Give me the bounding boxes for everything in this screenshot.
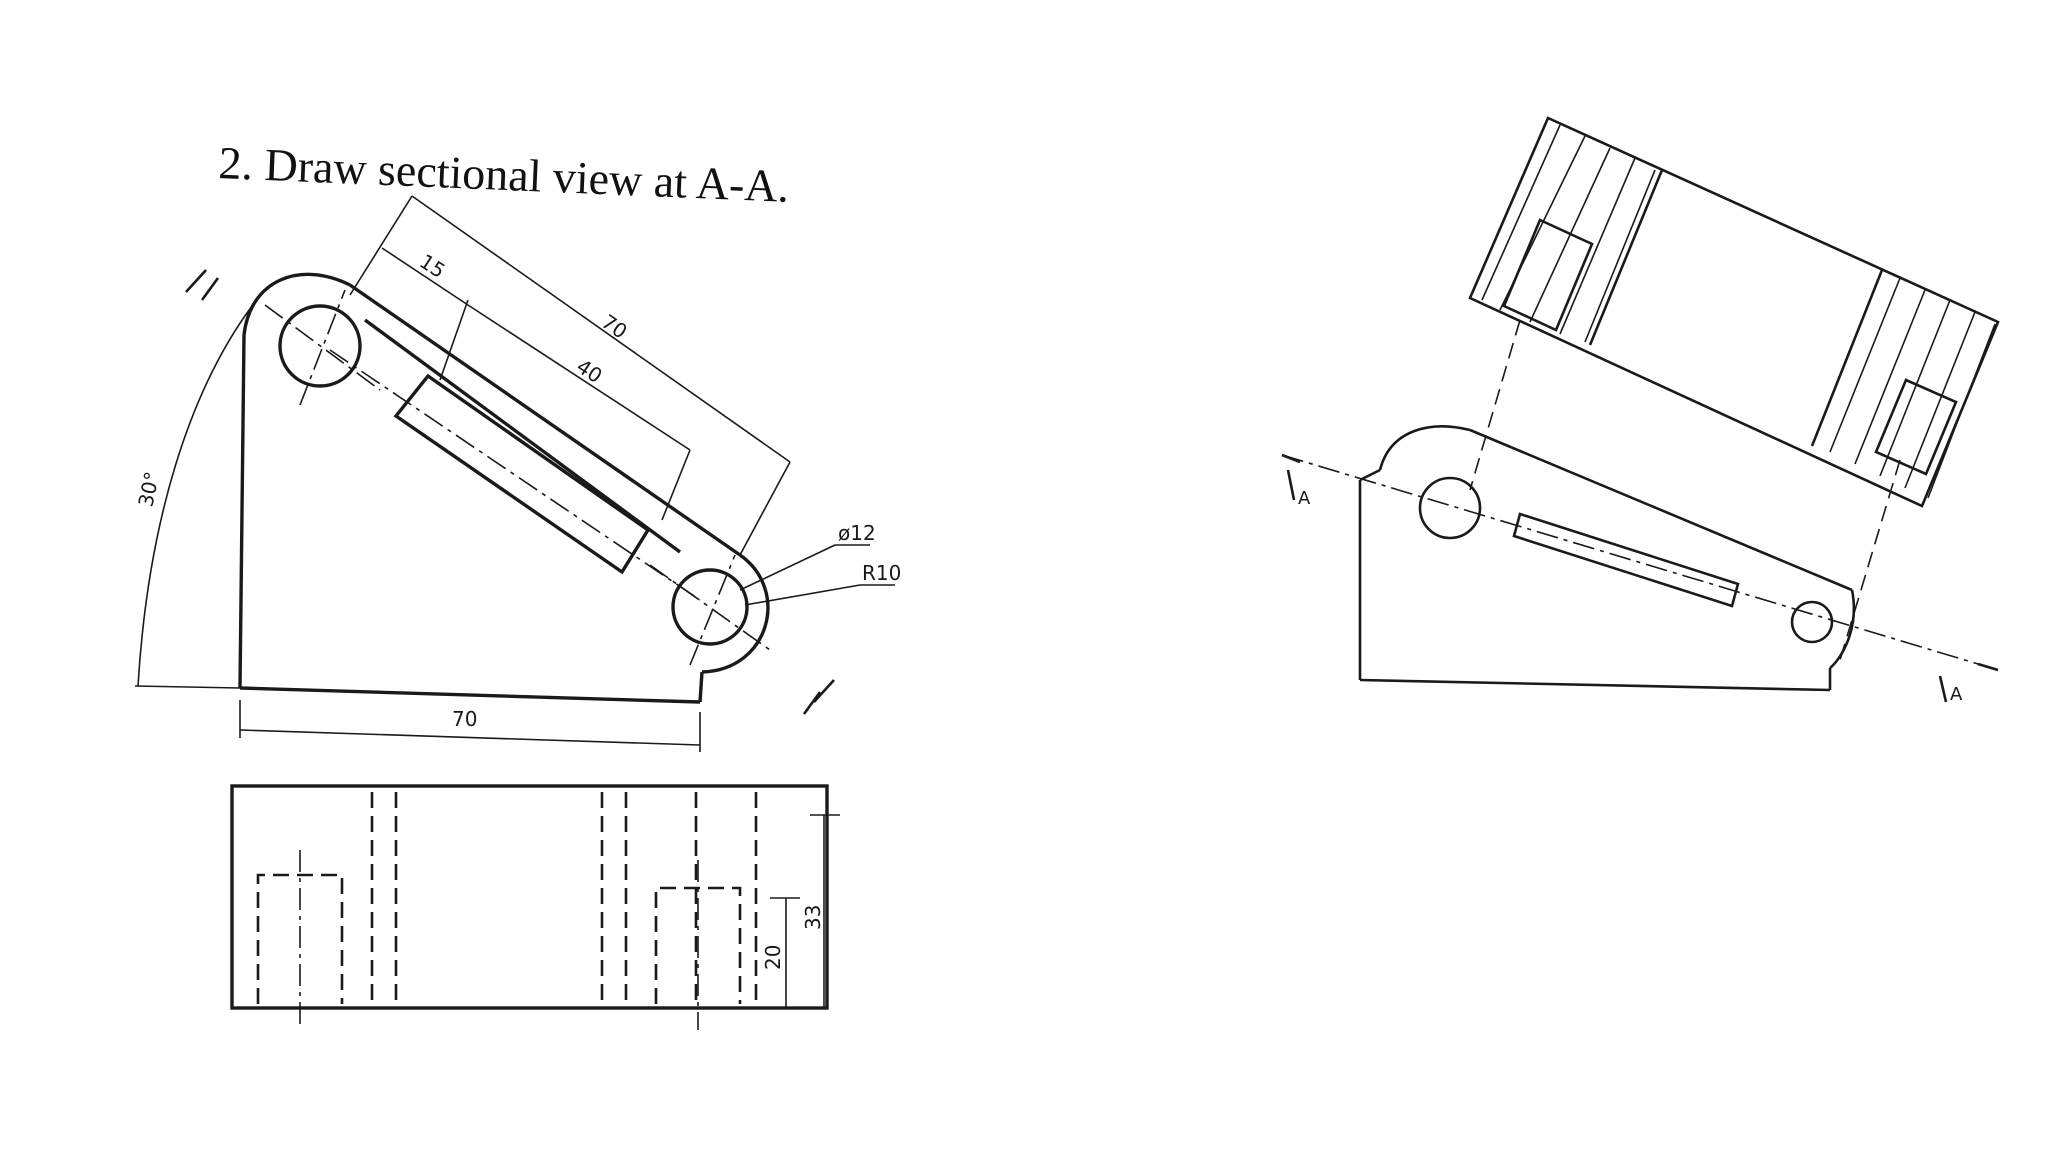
left-hole xyxy=(264,289,381,406)
problem-title: 2. Draw sectional view at A-A. xyxy=(218,137,791,212)
dim-30-degree: 30° xyxy=(133,469,164,509)
hatching-right xyxy=(1829,277,1996,499)
dim-40: 40 xyxy=(572,354,606,388)
dimension-lines xyxy=(134,195,895,752)
sketch-slot xyxy=(1512,512,1740,608)
right-hole xyxy=(649,554,771,666)
front-view-outline xyxy=(238,272,770,704)
dim-radius-10: R10 xyxy=(862,561,901,585)
dim-diameter-12: ø12 xyxy=(838,521,876,545)
sketch-right-hole xyxy=(1790,600,1834,644)
sectional-view xyxy=(1468,116,2000,661)
solution-sketch: A A xyxy=(1281,116,2000,705)
hatching-left xyxy=(1481,124,1656,343)
problem-drawing: 2. Draw sectional view at A-A. xyxy=(133,137,901,1030)
dim-70-bottom: 70 xyxy=(452,707,477,731)
sketched-front-view xyxy=(1281,425,1999,703)
dim-20: 20 xyxy=(761,945,785,970)
sketch-left-hole xyxy=(1418,476,1482,540)
cutting-plane-markers xyxy=(185,269,835,715)
top-view xyxy=(230,784,840,1030)
dim-70-slanted: 70 xyxy=(597,309,632,343)
dim-15: 15 xyxy=(415,249,449,283)
section-mark-right: A xyxy=(1950,684,1963,705)
section-mark-left: A xyxy=(1298,488,1311,509)
dim-33: 33 xyxy=(801,905,825,930)
slot xyxy=(329,349,701,601)
